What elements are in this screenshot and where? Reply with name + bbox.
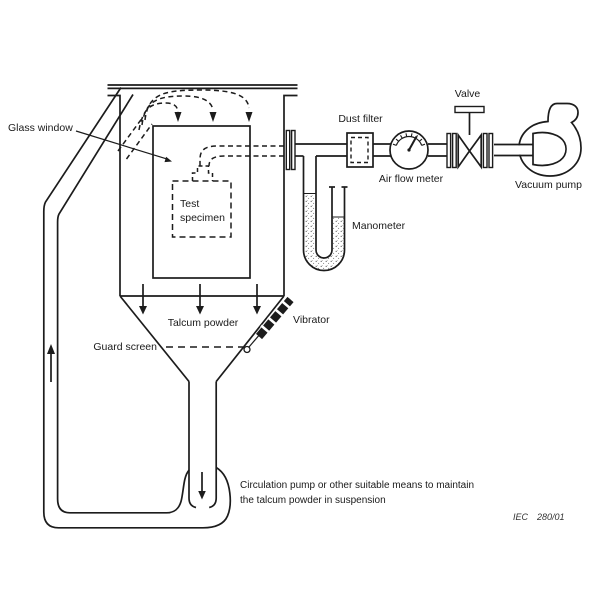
inlet-flow-line xyxy=(117,116,144,152)
gauge-needle xyxy=(408,136,418,151)
down-arrow-icon xyxy=(139,306,147,315)
flow-arc-inner xyxy=(138,102,179,131)
vibrator-mount xyxy=(243,345,251,354)
circulation-pipe xyxy=(42,87,232,529)
wall-flange xyxy=(285,129,296,171)
manometer-ubend-inner xyxy=(315,249,333,259)
figure-reference-number: 280/01 xyxy=(536,512,565,522)
valve-flange-plate xyxy=(488,132,494,169)
manometer xyxy=(302,156,348,272)
chamber-right-wall xyxy=(283,94,298,296)
air-flow-meter xyxy=(389,130,429,170)
vacuum-pump-label: Vacuum pump xyxy=(515,179,582,191)
test-specimen-box xyxy=(171,180,232,238)
dust-filter-label: Dust filter xyxy=(338,113,383,125)
guard-screen-label: Guard screen xyxy=(93,341,157,353)
vibrator-stripe xyxy=(281,300,292,310)
flange-plate xyxy=(285,129,291,171)
gauge-scale-arc xyxy=(395,135,423,146)
up-arrow-icon xyxy=(47,344,55,354)
funnel-down-arrows xyxy=(139,284,261,315)
valve-body xyxy=(468,132,483,170)
valve-body xyxy=(457,132,471,170)
funnel-right-slope xyxy=(215,295,285,383)
valve-label: Valve xyxy=(455,88,481,100)
suction-pipe xyxy=(295,143,447,157)
glass-window-label: Glass window xyxy=(8,122,73,134)
dust-filter xyxy=(346,132,374,168)
outlet-flow-dashed xyxy=(199,145,284,167)
down-arrow-icon xyxy=(253,306,261,315)
vibrator xyxy=(243,296,294,354)
valve xyxy=(446,105,494,170)
vibrator-stripe xyxy=(267,316,278,326)
valve-handle xyxy=(454,105,485,114)
inlet-flow-line xyxy=(125,123,153,160)
down-arrow-icon xyxy=(198,491,206,500)
valve-flange-plate xyxy=(451,132,457,169)
down-arrow-icon xyxy=(174,112,182,122)
chamber-left-wall xyxy=(107,94,121,296)
air-flow-meter-label: Air flow meter xyxy=(379,173,444,185)
circulation-note: Circulation pump or other suitable means… xyxy=(240,480,474,491)
gauge-hub xyxy=(407,148,411,152)
outlet-flow-lower xyxy=(208,155,284,167)
test-specimen-stub xyxy=(191,165,214,181)
vibrator-stripe xyxy=(274,308,285,318)
manometer-ubend-outer xyxy=(302,249,346,272)
test-specimen-label: specimen xyxy=(180,212,225,224)
valve-flange-plate xyxy=(482,132,488,169)
dust-chamber xyxy=(107,84,298,297)
pipe-inner-wall xyxy=(56,94,190,514)
glass-window-pointer xyxy=(75,130,167,160)
flow-arc-outer xyxy=(144,89,250,121)
neck-tube-right-wall xyxy=(208,381,218,509)
funnel-left-slope xyxy=(119,295,190,383)
dust-filter-element xyxy=(350,136,369,164)
down-arrow-icon xyxy=(245,112,253,122)
test-specimen xyxy=(171,165,232,238)
valve-flange-plate xyxy=(446,132,452,169)
test-specimen-label: Test xyxy=(180,198,199,210)
vibrator-stripe xyxy=(260,324,271,334)
talcum-powder-label: Talcum powder xyxy=(168,317,239,329)
neck-tube-left-wall xyxy=(188,381,197,509)
down-arrow-icon xyxy=(209,112,217,122)
manometer-liquid xyxy=(303,193,345,271)
pump-impeller xyxy=(532,131,567,167)
pump-inlet-pipe-mask xyxy=(494,145,534,155)
manometer-label: Manometer xyxy=(352,220,406,232)
flange-plate xyxy=(290,129,296,171)
down-arrow-icon xyxy=(196,306,204,315)
vibrator-label: Vibrator xyxy=(293,314,330,326)
figure-reference-std: IEC xyxy=(513,512,529,522)
circulation-note: the talcum powder in suspension xyxy=(240,495,386,506)
glass-window-pointer-arrow-icon xyxy=(164,156,172,163)
glass-window-box xyxy=(152,125,251,279)
vacuum-pump xyxy=(494,102,582,177)
inlet-flow-dashed xyxy=(117,89,253,160)
outlet-flow-upper xyxy=(199,145,284,166)
pipe-outer-wall xyxy=(42,87,232,529)
funnel xyxy=(119,295,285,509)
